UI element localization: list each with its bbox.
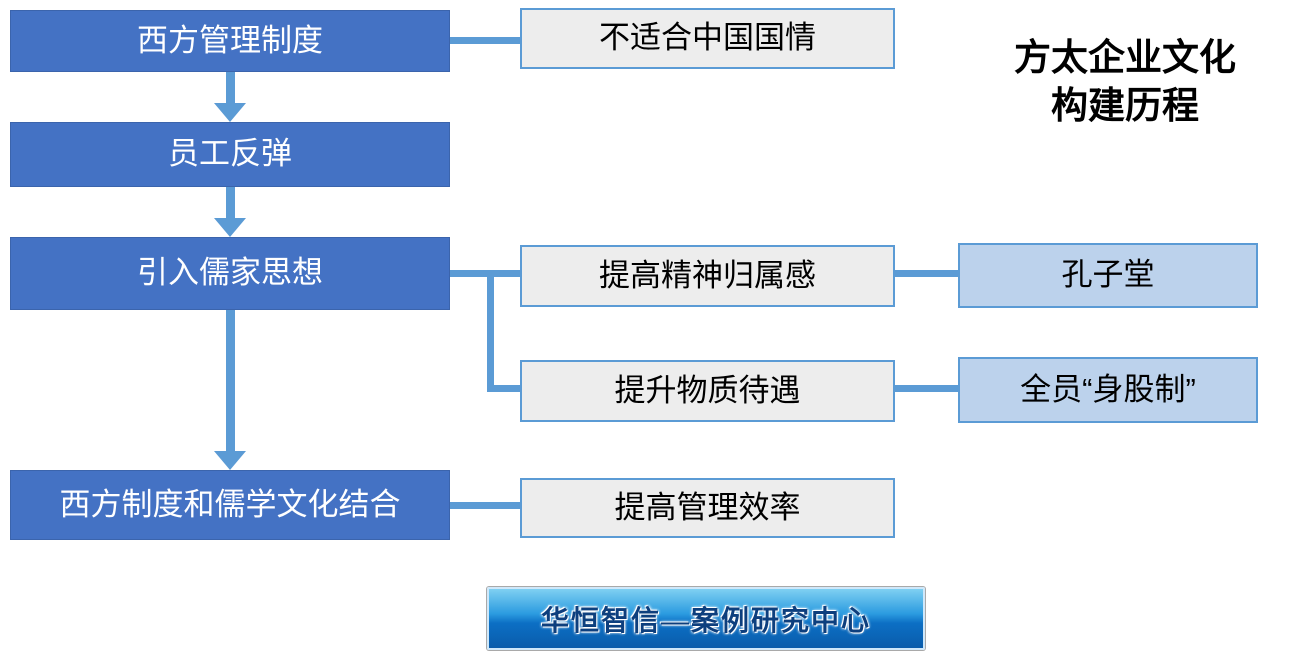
connector-material-to-stock — [895, 385, 958, 392]
footer-brand-banner: 华恒智信—案例研究中心 — [487, 587, 925, 650]
diagram-title: 方太企业文化 构建历程 — [955, 34, 1295, 130]
connector-branch-vertical — [487, 270, 494, 392]
node-material-treatment: 提升物质待遇 — [520, 360, 895, 422]
node-western-confucian-combination: 西方制度和儒学文化结合 — [10, 470, 450, 540]
node-all-staff-stock-system: 全员“身股制” — [958, 357, 1258, 423]
footer-brand-text: 华恒智信—案例研究中心 — [540, 605, 871, 637]
node-management-efficiency: 提高管理效率 — [520, 478, 895, 538]
diagram-title-line2: 构建历程 — [1051, 85, 1199, 127]
node-spiritual-belonging: 提高精神归属感 — [520, 245, 895, 307]
connector-confucian-to-spiritual — [450, 270, 520, 277]
connector-spiritual-to-confucius-hall — [895, 270, 958, 277]
connector-western-to-notsuitable — [450, 37, 520, 44]
diagram-title-line1: 方太企业文化 — [1014, 37, 1236, 78]
arrow-shaft — [225, 310, 235, 451]
arrow-confucian-to-combination — [214, 310, 246, 470]
arrow-head-icon — [214, 103, 246, 122]
connector-combination-to-efficiency — [450, 502, 520, 509]
node-employee-backlash: 员工反弹 — [10, 122, 450, 187]
connector-branch-to-material — [487, 385, 520, 392]
node-introduce-confucianism: 引入儒家思想 — [10, 237, 450, 310]
node-confucius-hall: 孔子堂 — [958, 243, 1258, 308]
node-western-management-system: 西方管理制度 — [10, 10, 450, 72]
arrow-shaft — [225, 187, 235, 218]
arrow-shaft — [225, 72, 235, 103]
arrow-backlash-to-confucian — [214, 187, 246, 237]
arrow-western-to-backlash — [214, 72, 246, 122]
arrow-head-icon — [214, 218, 246, 237]
arrow-head-icon — [214, 451, 246, 470]
node-not-suitable-for-china: 不适合中国国情 — [520, 8, 895, 69]
